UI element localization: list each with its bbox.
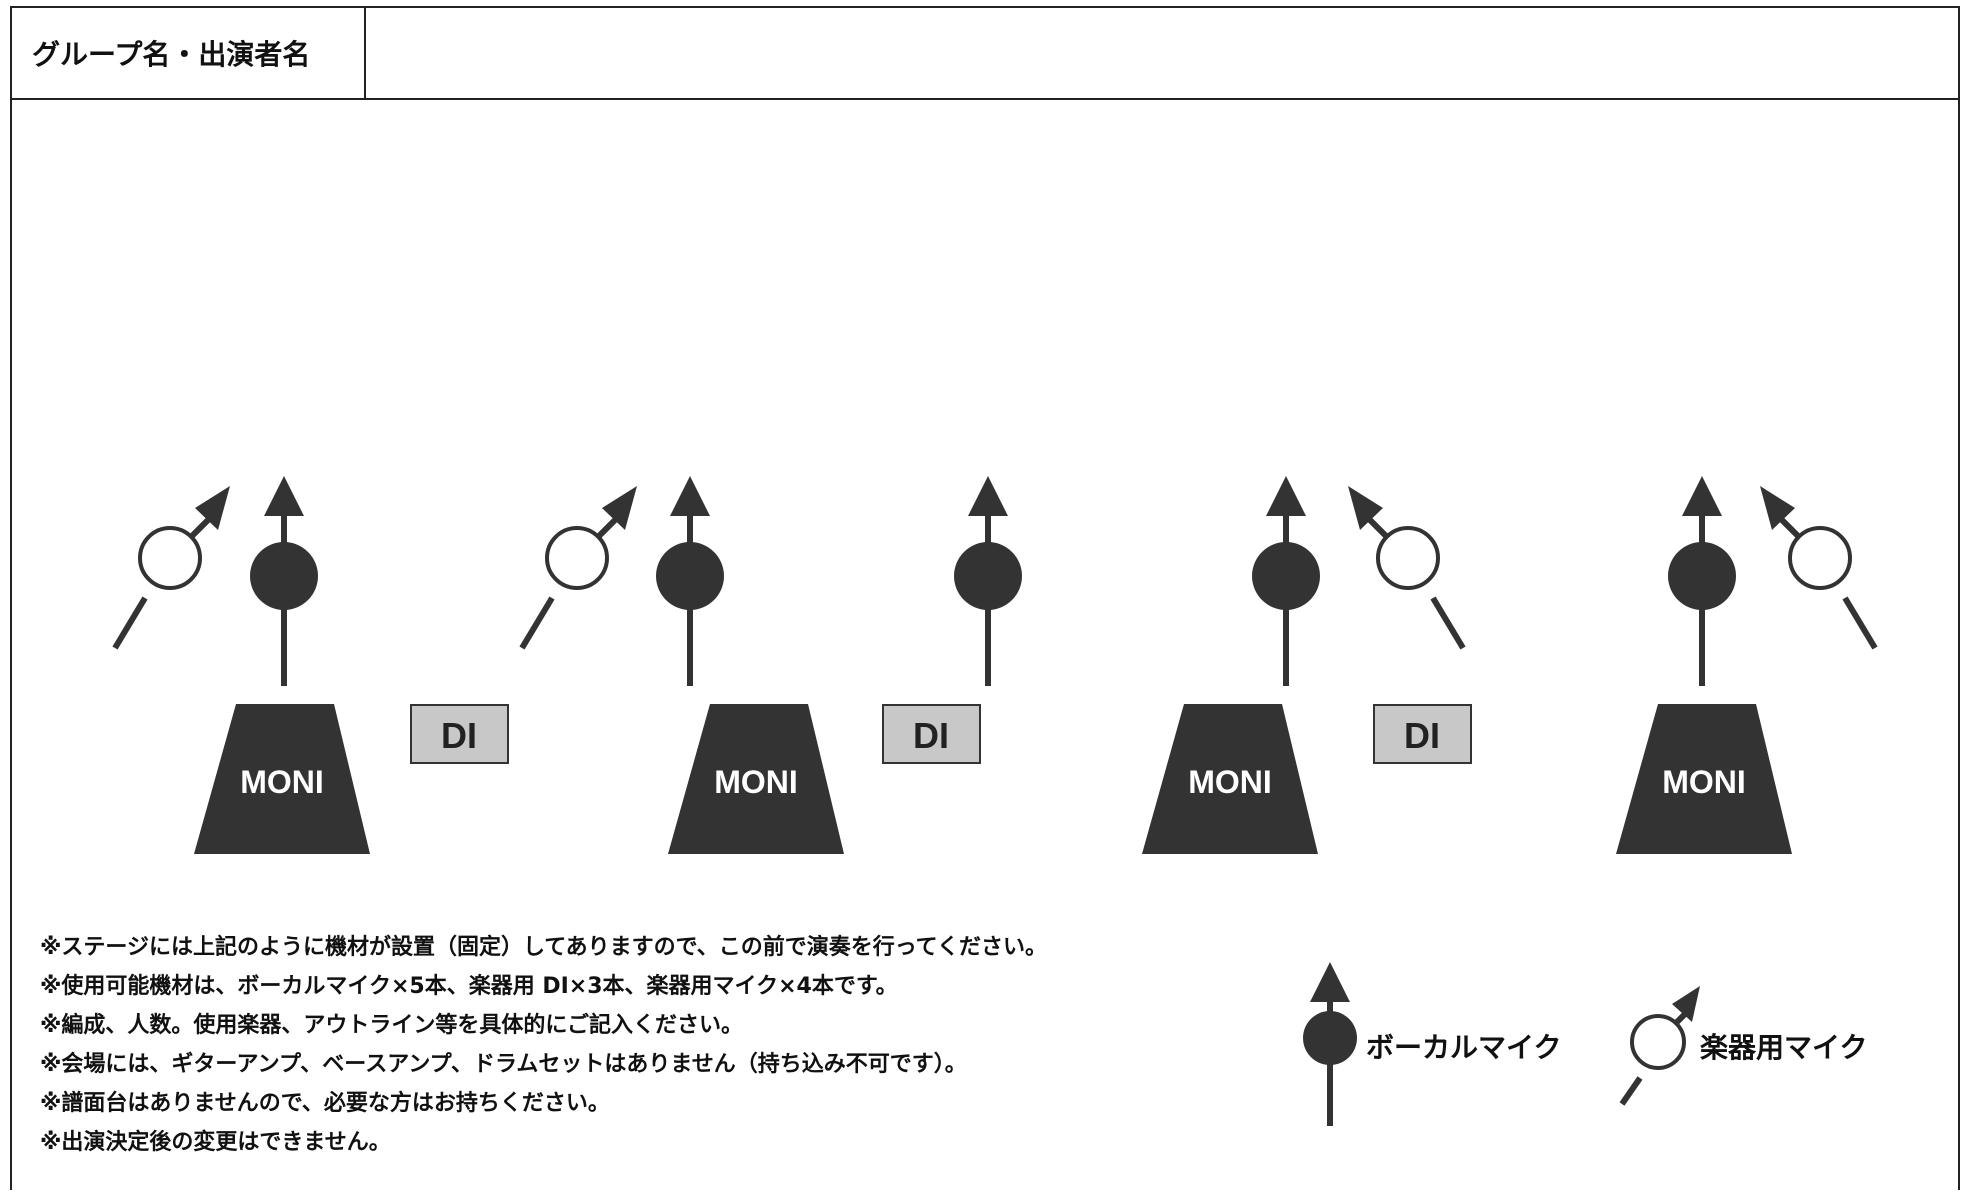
note-item: ※編成、人数。使用楽器、アウトライン等を具体的にご記入ください。 bbox=[40, 1013, 743, 1038]
di-label: DI bbox=[1404, 715, 1440, 756]
monitor-wedge: MONI bbox=[1616, 704, 1792, 854]
di-label: DI bbox=[913, 715, 949, 756]
di-box: DI bbox=[882, 704, 981, 764]
monitor-label: MONI bbox=[1662, 764, 1746, 800]
di-box: DI bbox=[1373, 704, 1472, 764]
note-item: ※会場には、ギターアンプ、ベースアンプ、ドラムセットはありません（持ち込み不可で… bbox=[40, 1052, 967, 1077]
instrument-mic-icon bbox=[522, 486, 637, 648]
instrument-mic-icon bbox=[1348, 486, 1463, 648]
note-item: ※出演決定後の変更はできません。 bbox=[40, 1130, 391, 1155]
vocal-mic-icon bbox=[954, 476, 1022, 686]
legend-instrument-mic-icon bbox=[1619, 986, 1700, 1106]
legend-vocal-mic-icon bbox=[1303, 962, 1357, 1126]
notes-list: ※ステージには上記のように機材が設置（固定）してありますので、この前で演奏を行っ… bbox=[40, 928, 1047, 1162]
note-item: ※使用可能機材は、ボーカルマイク×5本、楽器用 DI×3本、楽器用マイク×4本で… bbox=[40, 974, 898, 999]
monitor-label: MONI bbox=[1188, 764, 1272, 800]
legend-instrument-mic-label: 楽器用マイク bbox=[1700, 1031, 1868, 1064]
di-box: DI bbox=[410, 704, 509, 764]
legend-vocal-mic-label: ボーカルマイク bbox=[1366, 1031, 1562, 1064]
di-label: DI bbox=[441, 715, 477, 756]
note-item: ※譜面台はありませんので、必要な方はお持ちください。 bbox=[40, 1091, 610, 1116]
header-row: グループ名・出演者名 bbox=[12, 8, 1958, 100]
instrument-mic-icon bbox=[1760, 486, 1875, 648]
note-item: ※ステージには上記のように機材が設置（固定）してありますので、この前で演奏を行っ… bbox=[40, 935, 1047, 960]
vocal-mic-icon bbox=[1668, 476, 1736, 686]
monitor-wedge: MONI bbox=[668, 704, 844, 854]
instrument-mic-icon bbox=[115, 486, 230, 648]
monitor-label: MONI bbox=[240, 764, 324, 800]
vocal-mic-icon bbox=[1252, 476, 1320, 686]
group-name-label: グループ名・出演者名 bbox=[12, 8, 366, 98]
monitor-wedge: MONI bbox=[1142, 704, 1318, 854]
vocal-mic-icon bbox=[250, 476, 318, 686]
monitor-wedge: MONI bbox=[194, 704, 370, 854]
stage-plot-sheet: グループ名・出演者名 bbox=[10, 6, 1960, 1190]
monitor-label: MONI bbox=[714, 764, 798, 800]
vocal-mic-icon bbox=[656, 476, 724, 686]
